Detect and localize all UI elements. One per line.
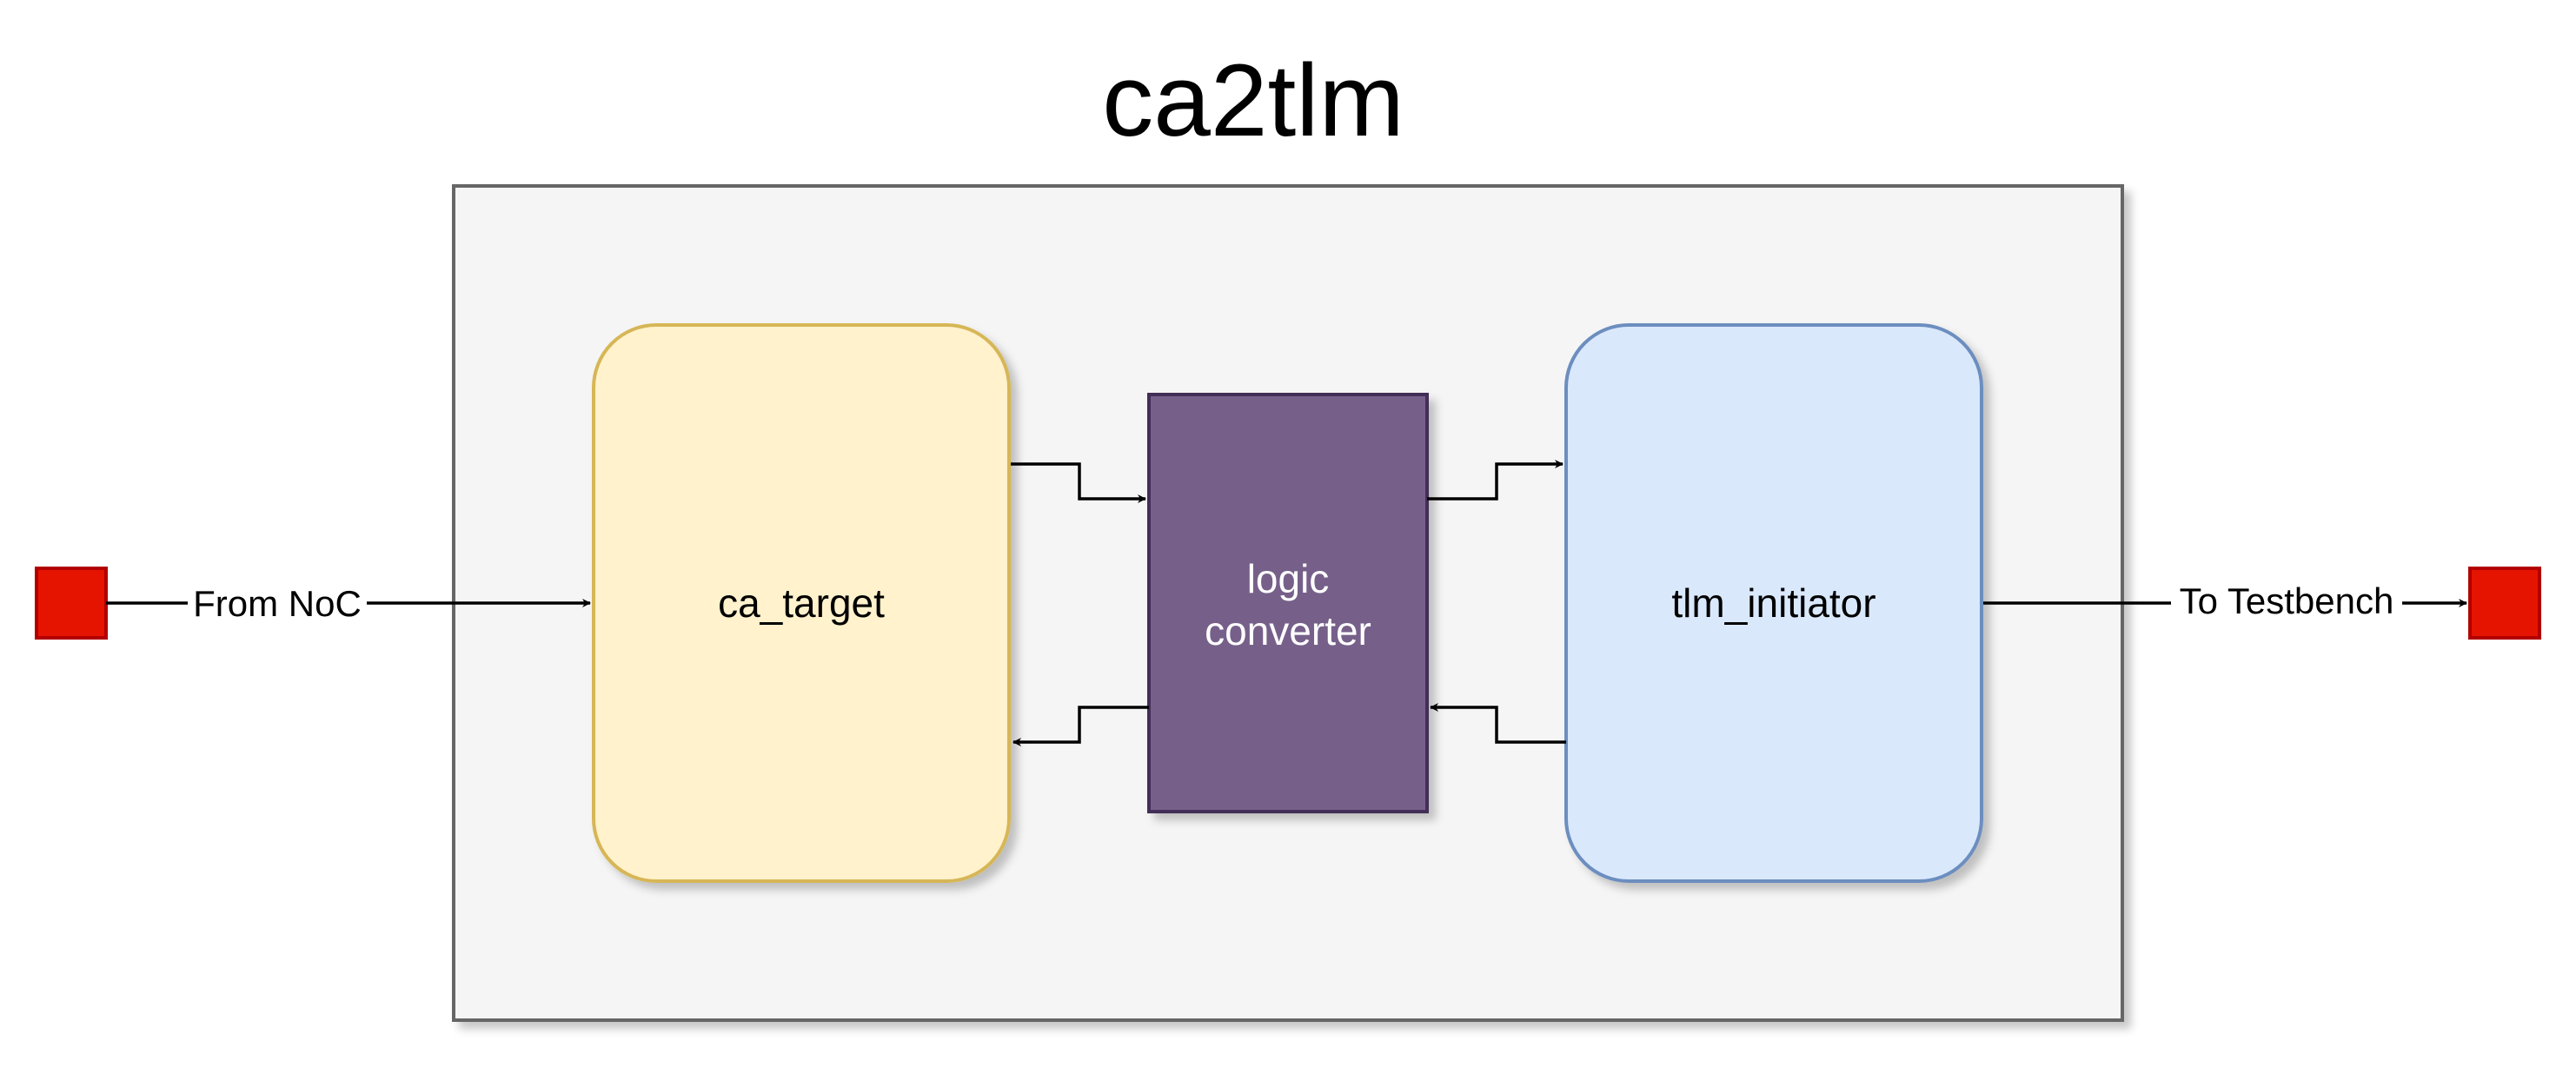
ca-target-box bbox=[592, 323, 1011, 883]
to-testbench-label: To Testbench bbox=[2180, 580, 2394, 621]
logic-converter-label-line-1: logic bbox=[1247, 556, 1330, 601]
edge-initiator-to-converter bbox=[1430, 703, 1566, 744]
ca-target-block: ca_target bbox=[592, 323, 1011, 883]
logic-converter-block: logic converter bbox=[1147, 393, 1429, 813]
edge-target-to-converter bbox=[1011, 462, 1146, 503]
tlm-initiator-block: tlm_initiator bbox=[1564, 323, 1983, 883]
edge-converter-to-initiator bbox=[1427, 460, 1564, 501]
edge-converter-to-target bbox=[1012, 706, 1149, 746]
from-noc-label-bg bbox=[188, 577, 367, 629]
tlm-initiator-box bbox=[1564, 323, 1983, 883]
from-noc-label: From NoC bbox=[193, 583, 362, 624]
output-port bbox=[2468, 567, 2541, 640]
logic-converter-box bbox=[1147, 393, 1429, 813]
tlm-initiator-label: tlm_initiator bbox=[1671, 580, 1876, 626]
to-testbench-label-bg bbox=[2171, 575, 2402, 627]
logic-converter-label-line-2: converter bbox=[1205, 608, 1371, 653]
ca-target-label: ca_target bbox=[718, 580, 885, 626]
input-port bbox=[35, 567, 108, 640]
diagram-title: ca2tlm bbox=[1102, 43, 1404, 158]
